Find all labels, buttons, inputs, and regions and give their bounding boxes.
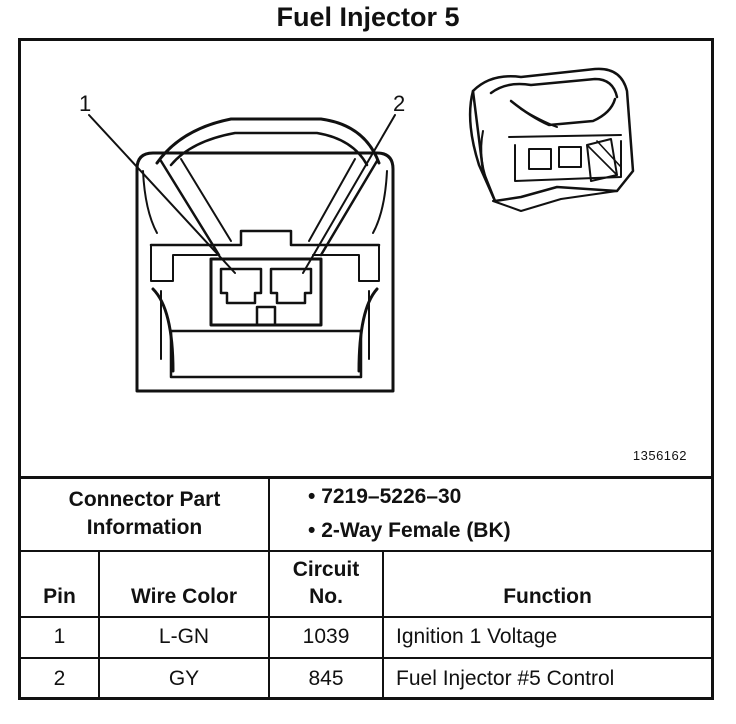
table-row: 2 GY 845 Fuel Injector #5 Control (21, 656, 712, 699)
connector-part-number: • 7219–5226–30 (308, 485, 462, 509)
header-pin: Pin (21, 549, 100, 618)
pin-cell: 2 (21, 656, 100, 699)
circuit-cell: 845 (268, 656, 385, 699)
connector-part-label: Connector Part Information (21, 476, 271, 552)
function-cell: Fuel Injector #5 Control (382, 656, 712, 699)
connector-frame: 1 2 1356162 C (18, 38, 714, 700)
function-cell: Ignition 1 Voltage (382, 615, 712, 659)
header-wire-color: Wire Color (97, 549, 271, 618)
circuit-cell: 1039 (268, 615, 385, 659)
figure-number: 1356162 (632, 448, 687, 463)
callout-2: 2 (393, 91, 405, 116)
table-row: 1 L-GN 1039 Ignition 1 Voltage (21, 615, 712, 659)
connector-part-row: Connector Part Information • 7219–5226–3… (21, 476, 712, 552)
header-circuit-label: Circuit No. (292, 557, 360, 608)
connector-info-table: Connector Part Information • 7219–5226–3… (21, 476, 712, 699)
connector-diagram: 1 2 (79, 67, 635, 393)
callout-2-leader (302, 114, 396, 274)
wire-color-cell: GY (97, 656, 271, 699)
header-circuit-no: Circuit No. (268, 549, 385, 618)
table-header-row: Pin Wire Color Circuit No. Function (21, 549, 712, 618)
pin-cell: 1 (21, 615, 100, 659)
callout-1-leader (88, 114, 236, 274)
callout-1: 1 (79, 91, 91, 116)
connector-isometric-view (468, 67, 635, 212)
wire-color-cell: L-GN (97, 615, 271, 659)
connector-type: • 2-Way Female (BK) (308, 519, 511, 543)
connector-front-view (135, 117, 395, 393)
connector-part-values: • 7219–5226–30 • 2-Way Female (BK) (268, 476, 712, 552)
page-title: Fuel Injector 5 (276, 2, 460, 32)
header-function: Function (382, 549, 712, 618)
